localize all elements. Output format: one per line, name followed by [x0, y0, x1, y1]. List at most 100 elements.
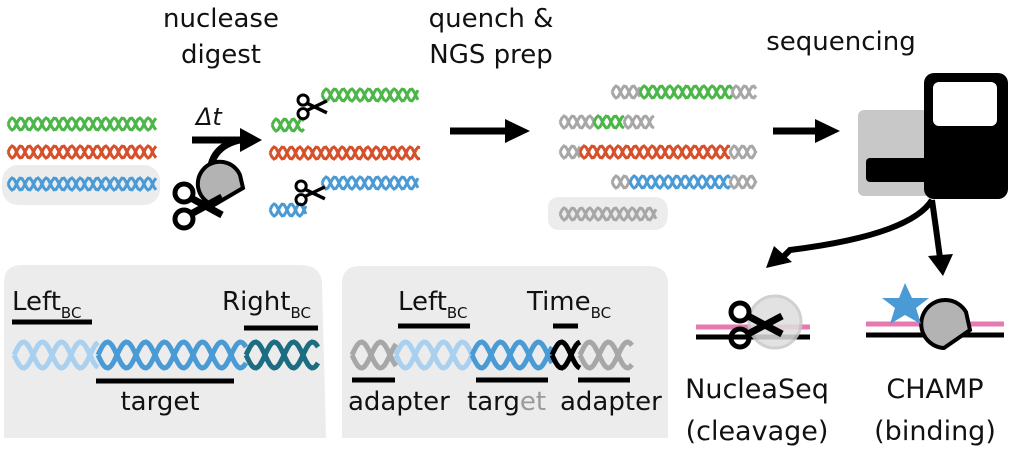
dna-strand [243, 339, 321, 371]
dna-strand [610, 84, 642, 100]
dna-ngs-gray-1a [610, 84, 642, 100]
nuclease-label-line1: nuclease [163, 4, 279, 34]
dna-ngs-gray-2b [622, 114, 655, 130]
dna-strand [6, 144, 158, 160]
left-bc-label: LeftBC [12, 287, 81, 322]
dna-ngs-gray-1b [730, 84, 758, 100]
dna-ngs-blue [628, 174, 732, 190]
dna-strand [268, 202, 308, 218]
dna-strand [558, 206, 658, 222]
dna-strand [6, 176, 158, 192]
dna-detail-right [243, 339, 321, 371]
dna-strand [11, 339, 100, 371]
dna-strand [243, 339, 321, 371]
dna-ngs-target [469, 339, 555, 371]
dna-strand [349, 339, 399, 371]
dna-strand [638, 84, 734, 100]
dna-strand [270, 117, 306, 133]
dna-strand [270, 117, 306, 133]
dna-ngs-adapter-right [577, 339, 634, 371]
dna-strand [728, 174, 758, 190]
dna-ngs-gray-4a [610, 174, 632, 190]
quench-label-line2: NGS prep [429, 40, 553, 70]
dna-ngs-green-1 [638, 84, 734, 100]
dna-strand [730, 84, 758, 100]
dna-strand [577, 339, 634, 371]
dna-strand [549, 339, 582, 371]
adapter-bubble [548, 197, 668, 230]
dna-library-green [6, 116, 158, 132]
arrow-to-ngs [450, 119, 530, 143]
dna-strand [728, 144, 758, 160]
dna-strand [728, 144, 758, 160]
scissors-icon [294, 179, 326, 207]
nucleaseq-label-line1: NucleaSeq [685, 374, 829, 405]
sequencing-label: sequencing [766, 27, 916, 57]
champ-label-line1: CHAMP [886, 374, 983, 405]
dna-strand [610, 174, 632, 190]
dna-strand [549, 339, 582, 371]
adapter-label-right: adapter [560, 387, 662, 417]
arrow-to-sequencer [773, 119, 840, 143]
dna-strand [11, 339, 100, 371]
dna-strand [578, 144, 731, 160]
dna-strand [393, 339, 475, 371]
dna-ngs-adapter-left [349, 339, 399, 371]
dna-cut-blue-right [320, 175, 420, 191]
dna-detail-light [11, 339, 100, 371]
left-bc-label-ngs: LeftBC [398, 287, 467, 322]
dna-strand [469, 339, 555, 371]
nucleaseq-label-line2: (cleavage) [686, 416, 829, 447]
dna-strand [730, 84, 758, 100]
dna-strand [592, 114, 625, 130]
dna-strand [95, 339, 249, 371]
dna-cut-green-left [270, 117, 306, 133]
dna-strand [6, 116, 158, 132]
dna-strand [320, 175, 420, 191]
library-panel [2, 165, 160, 205]
dna-detail-target [95, 339, 249, 371]
dna-strand [728, 174, 758, 190]
dna-strand [268, 145, 421, 161]
dna-ngs-gray-2 [558, 114, 596, 130]
champ-label-line2: (binding) [874, 416, 996, 447]
branch-arrows [766, 198, 953, 276]
ngs-detail-panel [342, 266, 668, 438]
delta-t-label: Δt [194, 103, 223, 131]
dna-strand [610, 84, 642, 100]
sequencer-icon [858, 73, 1008, 199]
dna-strand [622, 114, 655, 130]
target-label-ngs: target [467, 387, 546, 417]
scissors-icon [296, 93, 328, 121]
champ-icon [866, 283, 1004, 351]
dna-library-blue [6, 176, 158, 192]
dna-strand [320, 87, 420, 103]
dna-ngs-green-2 [592, 114, 625, 130]
dna-strand [320, 87, 420, 103]
dna-strand [628, 174, 732, 190]
dna-ngs-gray-3a [558, 144, 582, 160]
target-label: target [120, 387, 199, 417]
right-bc-label: RightBC [222, 287, 311, 322]
nuclease-enzyme-icon [172, 159, 246, 231]
dna-ngs-orange [578, 144, 731, 160]
nuclease-label-line2: digest [181, 40, 261, 70]
quench-label-line1: quench & [429, 4, 554, 34]
dna-ngs-left-bc [393, 339, 475, 371]
dna-strand [558, 206, 658, 222]
nucleaseq-icon [696, 294, 810, 350]
dna-strand [95, 339, 249, 371]
dna-strand [469, 339, 555, 371]
dna-ngs-gray-4b [728, 174, 758, 190]
dna-adapter-dimer [558, 206, 658, 222]
dna-ngs-time-bc [549, 339, 582, 371]
dna-ngs-gray-3b [728, 144, 758, 160]
dna-strand [577, 339, 634, 371]
dna-intact-orange [268, 145, 421, 161]
barcode-detail-panel [4, 265, 326, 438]
time-bc-label: TimeBC [526, 287, 611, 322]
dna-library-orange [6, 144, 158, 160]
dna-strand [558, 144, 582, 160]
